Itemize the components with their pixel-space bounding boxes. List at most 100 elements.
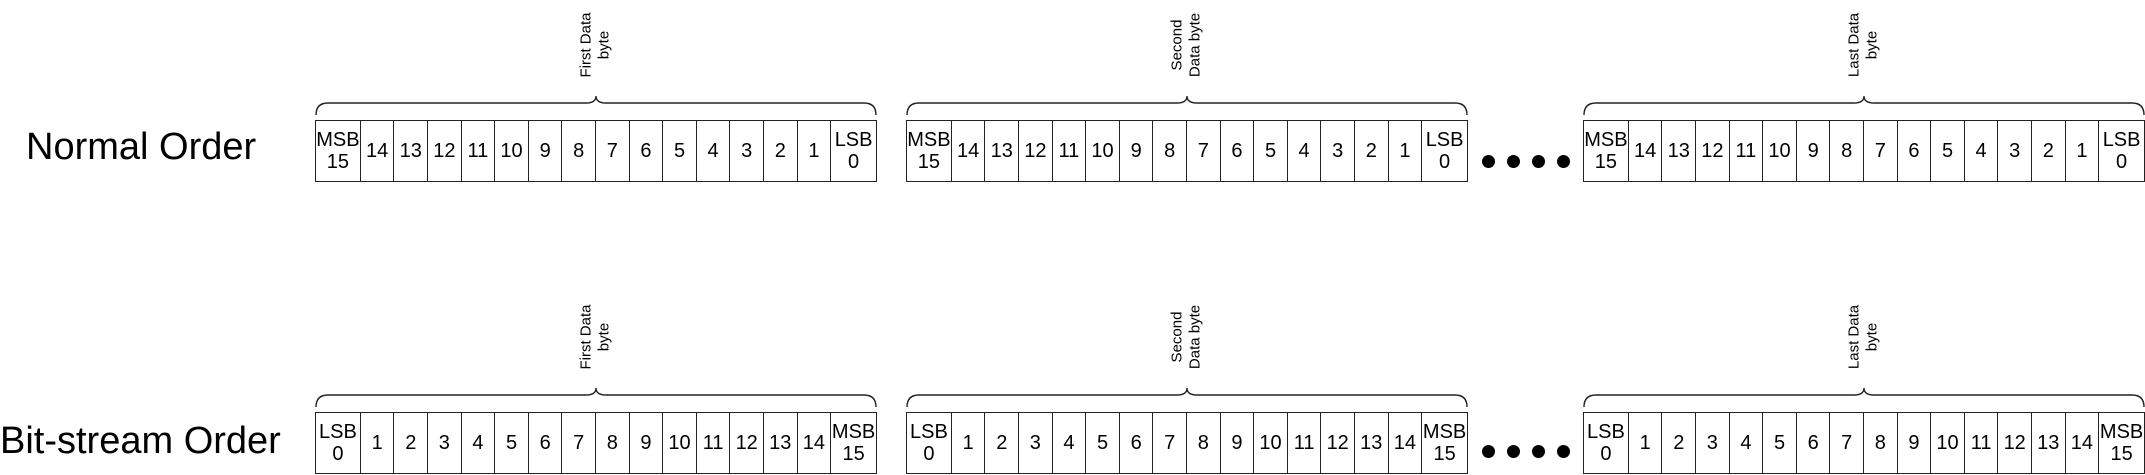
bit-cell: 2	[764, 121, 798, 181]
bit-number: 0	[2116, 151, 2128, 173]
bit-cell: 6	[1797, 413, 1831, 473]
bit-number: 0	[923, 443, 935, 465]
bit-cell: 8	[596, 413, 630, 473]
ellipsis-dot	[1557, 155, 1570, 168]
bit-cell: 7	[596, 121, 630, 181]
byte-label-line-2: byte	[1864, 30, 1881, 60]
bit-cell: 2	[1355, 121, 1389, 181]
bit-cell: 14	[361, 121, 395, 181]
bit-significance-tag: MSB	[1422, 421, 1467, 443]
bit-cell: 10	[1931, 413, 1965, 473]
bit-cell: 7	[1864, 121, 1898, 181]
bit-significance-tag: LSB	[1425, 129, 1464, 151]
bit-cell: 10	[495, 121, 529, 181]
bit-cell: 1	[798, 121, 832, 181]
byte-label-line-1: First Data	[577, 304, 595, 370]
bit-cell: 5	[663, 121, 697, 181]
bit-cell: 12	[1019, 121, 1053, 181]
bit-cell: 5	[1254, 121, 1288, 181]
bit-cell: 13	[764, 413, 798, 473]
bit-cell: 5	[1763, 413, 1797, 473]
ellipsis-dot	[1532, 155, 1545, 168]
bit-cell: 3	[1019, 413, 1053, 473]
bit-cell: 1	[1389, 121, 1423, 181]
bit-number: 0	[1600, 443, 1612, 465]
curly-brace	[1583, 95, 2145, 116]
byte-label-line-2: byte	[596, 322, 613, 352]
bit-cell: 13	[2032, 413, 2066, 473]
bit-cell: 13	[985, 121, 1020, 181]
bit-cell: 9	[630, 413, 664, 473]
bit-cell: 8	[1187, 413, 1221, 473]
bit-cell: 5	[1931, 121, 1965, 181]
bit-cell: 14	[2066, 413, 2100, 473]
bit-cell: 4	[1730, 413, 1764, 473]
bit-cell: 3	[1998, 121, 2032, 181]
bit-number: 0	[1439, 151, 1451, 173]
bit-cell: 2	[394, 413, 429, 473]
bit-cell: 13	[394, 121, 429, 181]
bit-cell: 12	[1998, 413, 2032, 473]
bit-cell: 9	[529, 121, 563, 181]
bit-cell: 8	[1153, 121, 1188, 181]
bit-cell: 4	[462, 413, 496, 473]
bit-significance-tag: LSB	[1587, 421, 1625, 443]
curly-brace-path	[1583, 387, 2145, 408]
bit-cell: 6	[1120, 413, 1154, 473]
bit-cell: 8	[1830, 121, 1865, 181]
bit-cell: 7	[1187, 121, 1221, 181]
bit-significance-tag: MSB	[1584, 129, 1628, 151]
bit-cell: 13	[1355, 413, 1389, 473]
bit-cell: 11	[1288, 413, 1322, 473]
curly-brace	[1583, 387, 2145, 408]
bit-number: 15	[326, 151, 350, 173]
bit-cell: 4	[697, 121, 731, 181]
ellipsis-dot	[1557, 445, 1570, 458]
bit-cell: 8	[1864, 413, 1898, 473]
bit-cell: 11	[697, 413, 731, 473]
bit-cell: 2	[1662, 413, 1697, 473]
bit-cell: 3	[1321, 121, 1355, 181]
byte-label-line-2: Data byte	[1187, 304, 1204, 370]
bit-cell: 14	[1389, 413, 1423, 473]
bit-cell: 10	[1763, 121, 1797, 181]
bit-number: 15	[2110, 443, 2133, 465]
byte-label-line-1: Last Data	[1845, 304, 1863, 370]
ellipsis-dots-normal	[1482, 155, 1570, 168]
ellipsis-dot	[1507, 445, 1520, 458]
bit-cell: 9	[1221, 413, 1255, 473]
bit-cell: 1	[361, 413, 395, 473]
bit-number: 15	[1433, 443, 1456, 465]
byte-label-line-2: Data byte	[1187, 12, 1204, 78]
bit-cell: 6	[1898, 121, 1932, 181]
curly-brace-path	[1583, 95, 2145, 116]
curly-brace-path	[906, 95, 1468, 116]
bit-cell: 3	[730, 121, 764, 181]
curly-brace	[906, 387, 1468, 408]
bit-cell: 6	[529, 413, 563, 473]
bit-cell: 10	[1086, 121, 1120, 181]
bit-significance-tag: LSB	[910, 421, 948, 443]
curly-brace	[315, 95, 877, 116]
bit-cell: 7	[1153, 413, 1188, 473]
ellipsis-dot	[1482, 445, 1495, 458]
